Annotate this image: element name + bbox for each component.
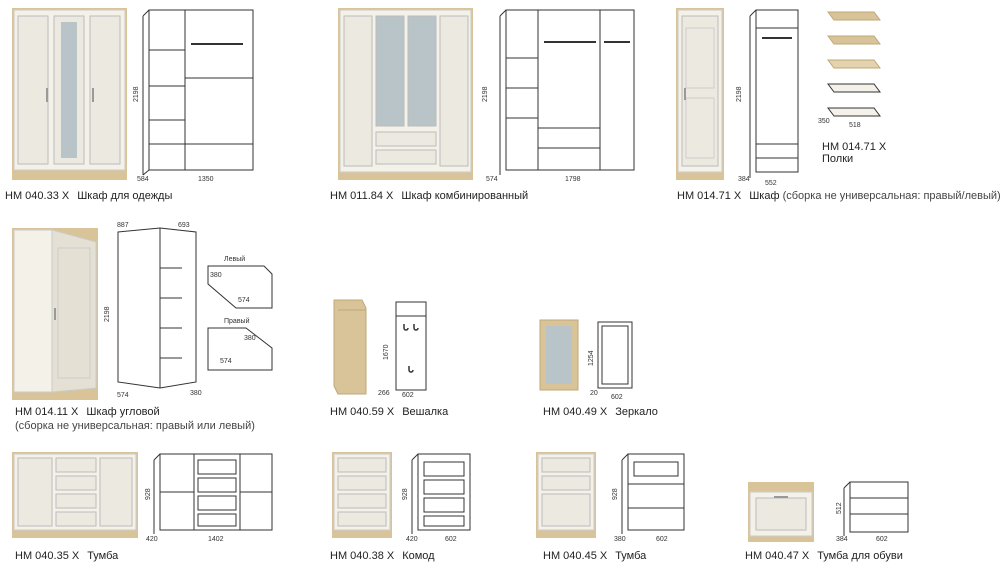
product-name: Зеркало <box>615 406 658 418</box>
product-name: Шкаф для одежды <box>77 190 173 202</box>
dim-height: 2198 <box>133 86 140 102</box>
photo-cabinet-040-45 <box>536 452 596 538</box>
drawing-wardrobe-014-71 <box>749 9 799 178</box>
dim-width: 602 <box>656 536 668 543</box>
product-name: Полки <box>822 153 854 165</box>
photo-shelves <box>827 11 881 117</box>
product-code: НМ 014.11 Х <box>15 406 79 418</box>
dim-width: 552 <box>765 180 777 187</box>
dim-depth: 420 <box>146 536 158 543</box>
product-name: Тумба <box>87 550 119 562</box>
product-code: НМ 040.35 Х <box>15 550 80 562</box>
product-code: НМ 040.49 Х <box>543 406 608 418</box>
plan-left-label: Левый <box>224 256 246 263</box>
caption: НМ 040.59 Х Вешалка <box>330 406 448 418</box>
caption: НМ 040.45 Х Тумба <box>543 550 646 562</box>
assembly-note: (сборка не универсальная: правый/левый) <box>782 190 1000 202</box>
caption: НМ 014.71 Х Полки <box>822 141 886 165</box>
caption: НМ 011.84 Х Шкаф комбинированный <box>330 190 528 202</box>
dim-height: 2198 <box>104 306 111 322</box>
product-name: Шкаф угловой <box>86 406 160 418</box>
product-code: НМ 040.47 Х <box>745 550 810 562</box>
product-code: НМ 040.45 Х <box>543 550 608 562</box>
product-name: Шкаф комбинированный <box>401 190 529 202</box>
plan-left-b: 574 <box>238 297 250 304</box>
photo-wardrobe-040-33 <box>12 8 127 180</box>
product-name: Тумба для обуви <box>817 550 903 562</box>
dim-height: 512 <box>836 502 843 514</box>
plan-left <box>207 265 273 309</box>
dim-height: 928 <box>402 488 409 500</box>
dim-depth-1: 574 <box>117 392 129 399</box>
dim-depth: 380 <box>614 536 626 543</box>
dim-width: 518 <box>849 122 861 129</box>
dim-width: 602 <box>445 536 457 543</box>
dim-width-2: 693 <box>178 222 190 229</box>
dim-height: 1670 <box>383 344 390 360</box>
drawing-wardrobe-011-84 <box>499 9 635 175</box>
caption: НМ 014.11 Х Шкаф угловой (сборка не униве… <box>15 406 255 432</box>
dim-depth: 384 <box>836 536 848 543</box>
dim-width: 1798 <box>565 176 581 183</box>
drawing-shoe-cabinet <box>843 481 909 536</box>
dim-depth: 420 <box>406 536 418 543</box>
dim-width: 602 <box>876 536 888 543</box>
drawing-hanger <box>395 301 427 391</box>
photo-cabinet-040-35 <box>12 452 138 538</box>
dim-depth-2: 380 <box>190 390 202 397</box>
dim-width: 1350 <box>198 176 214 183</box>
drawing-cabinet-040-45 <box>621 453 685 534</box>
dim-width: 1402 <box>208 536 224 543</box>
product-code: НМ 040.59 Х <box>330 406 395 418</box>
dim-depth: 350 <box>818 118 830 125</box>
dim-depth: 574 <box>486 176 498 183</box>
dim-width-1: 887 <box>117 222 129 229</box>
dim-width: 602 <box>611 394 623 401</box>
photo-mirror <box>539 319 579 391</box>
dim-height: 1254 <box>588 350 595 366</box>
product-code: НМ 014.71 Х <box>822 141 887 153</box>
dim-width: 602 <box>402 392 414 399</box>
photo-chest-040-38 <box>332 452 392 538</box>
product-code: НМ 014.71 Х <box>677 190 742 202</box>
dim-depth: 266 <box>378 390 390 397</box>
photo-corner-wardrobe <box>12 228 98 400</box>
dim-depth: 584 <box>137 176 149 183</box>
photo-wardrobe-011-84 <box>338 8 473 180</box>
caption: НМ 040.33 Х Шкаф для одежды <box>5 190 172 202</box>
assembly-note: (сборка не универсальная: правый или лев… <box>15 420 255 432</box>
drawing-wardrobe-040-33 <box>142 9 254 176</box>
product-code: НМ 040.33 Х <box>5 190 70 202</box>
caption: НМ 040.38 Х Комод <box>330 550 435 562</box>
drawing-corner-wardrobe <box>117 227 197 389</box>
product-code: НМ 040.38 Х <box>330 550 395 562</box>
drawing-cabinet-040-35 <box>153 453 273 534</box>
drawing-mirror <box>597 321 633 389</box>
dim-depth: 384 <box>738 176 750 183</box>
plan-right <box>207 327 273 371</box>
plan-left-a: 380 <box>210 272 222 279</box>
plan-right-label: Правый <box>224 318 250 325</box>
caption: НМ 014.71 Х Шкаф (сборка не универсальная… <box>677 190 1000 202</box>
dim-height: 928 <box>145 488 152 500</box>
product-name: Тумба <box>615 550 647 562</box>
caption: НМ 040.49 Х Зеркало <box>543 406 658 418</box>
product-name: Шкаф <box>749 190 780 202</box>
product-name: Комод <box>402 550 435 562</box>
dim-height: 2198 <box>736 86 743 102</box>
caption: НМ 040.35 Х Тумба <box>15 550 118 562</box>
dim-height: 2198 <box>482 86 489 102</box>
photo-shoe-cabinet <box>748 482 814 542</box>
product-name: Вешалка <box>402 406 449 418</box>
photo-hanger <box>333 299 367 395</box>
photo-wardrobe-014-71 <box>676 8 724 180</box>
drawing-chest-040-38 <box>411 453 471 534</box>
plan-right-a: 380 <box>244 335 256 342</box>
caption: НМ 040.47 Х Тумба для обуви <box>745 550 903 562</box>
dim-height: 928 <box>612 488 619 500</box>
plan-right-b: 574 <box>220 358 232 365</box>
product-code: НМ 011.84 Х <box>330 190 394 202</box>
dim-depth: 20 <box>590 390 598 397</box>
